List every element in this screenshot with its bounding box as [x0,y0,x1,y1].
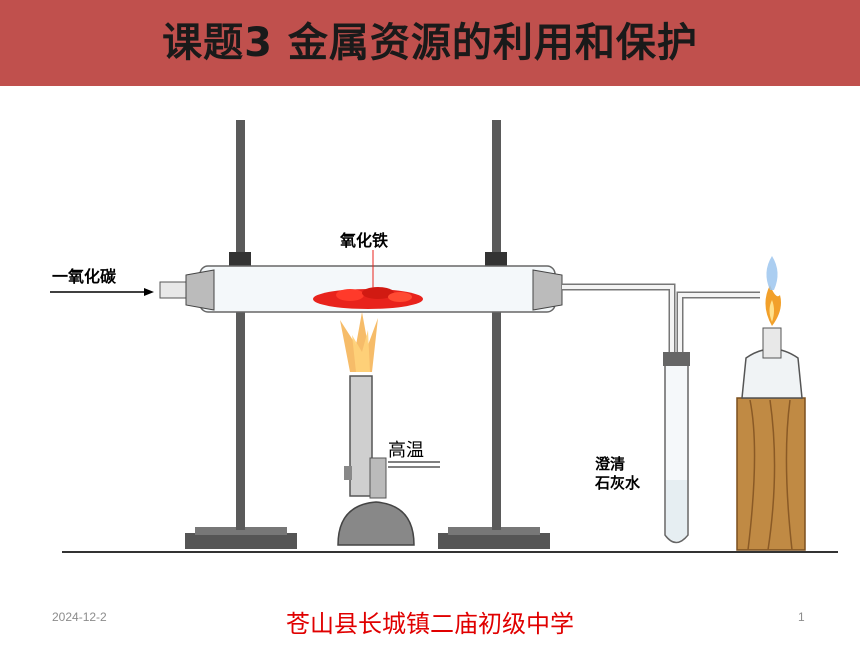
burner-flame [340,312,378,372]
co-inlet-label: 一氧化碳 [52,267,117,286]
apparatus-diagram: 一氧化碳 氧化铁 高温 澄清 石灰水 [50,120,838,553]
co-inlet-arrow [50,288,154,296]
left-iron-stand [185,120,297,549]
limewater-test-tube [663,352,690,544]
school-name: 苍山县长城镇二庙初级中学 [286,610,574,638]
title-bar [0,0,860,86]
slide-date: 2024-12-2 [52,610,107,624]
limewater-label-1: 澄清 [595,455,625,473]
high-temp-label: 高温 [388,440,424,461]
slide-title: 课题3 金属资源的利用和保护 [162,20,698,66]
alcohol-lamp [741,256,803,399]
iron-oxide-label: 氧化铁 [339,231,388,250]
gas-burner [337,375,415,546]
right-iron-stand [438,120,550,549]
limewater-label-2: 石灰水 [594,474,641,492]
wood-block [736,397,806,551]
reaction-tube [159,265,760,355]
iron-oxide-powder [313,287,423,309]
page-number: 1 [798,610,805,624]
